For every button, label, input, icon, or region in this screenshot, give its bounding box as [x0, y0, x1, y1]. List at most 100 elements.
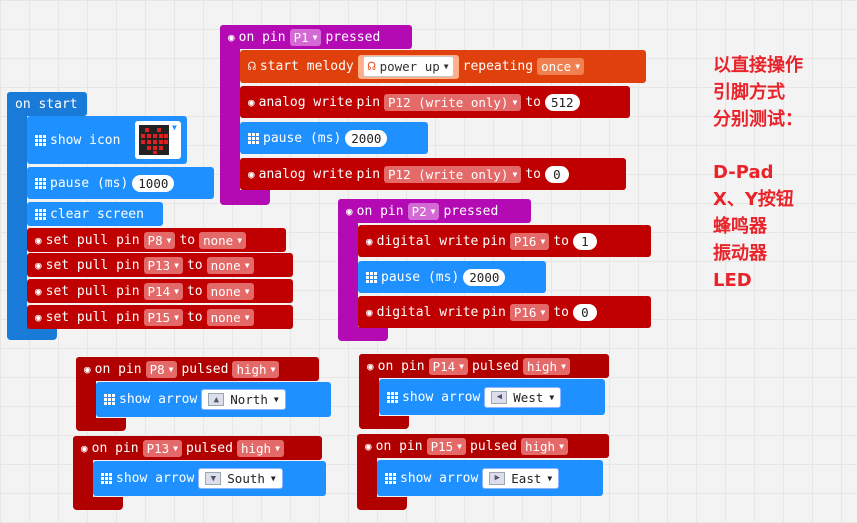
- set-pull-pin-block[interactable]: ◉ set pull pin P15▼ to none▼: [27, 305, 293, 329]
- arrow-direction-dropdown[interactable]: ▶ East▼: [482, 467, 560, 489]
- gear-icon: ◉: [35, 258, 42, 272]
- pause-block-p2[interactable]: pause (ms) 2000: [358, 261, 546, 293]
- show-arrow-label: show arrow: [400, 470, 479, 486]
- pin-dropdown[interactable]: P14▼: [143, 282, 183, 300]
- pin-label: pin: [356, 94, 381, 110]
- show-arrow-block[interactable]: show arrow ▼ South▼: [93, 461, 326, 496]
- pin-dropdown[interactable]: P1▼: [289, 28, 322, 46]
- p2-event-hat[interactable]: ◉ on pin P2▼ pressed: [338, 199, 531, 223]
- start-melody-block[interactable]: ☊ start melody ☊ power up▼ repeating onc…: [240, 50, 646, 83]
- caret-down-icon: ▼: [540, 236, 546, 246]
- on-pin-label: on pin: [377, 358, 425, 374]
- pull-mode-dropdown[interactable]: none▼: [206, 282, 254, 300]
- gear-icon: ◉: [366, 305, 373, 319]
- pause-value-input[interactable]: 1000: [132, 174, 175, 192]
- value-input[interactable]: 0: [572, 303, 597, 321]
- show-arrow-block[interactable]: show arrow ▲ North▼: [96, 382, 331, 417]
- caret-down-icon: ▼: [559, 441, 564, 451]
- show-icon-block[interactable]: show icon ▼: [27, 116, 187, 164]
- grid-icon: [366, 271, 377, 283]
- pin-dropdown[interactable]: P16▼: [509, 303, 550, 321]
- digital-write-block[interactable]: ◉ digital write pin P16▼ to 0: [358, 296, 651, 328]
- caret-down-icon: ▼: [244, 312, 250, 322]
- caret-down-icon: ▼: [547, 473, 553, 483]
- gear-icon: ◉: [35, 310, 42, 324]
- caret-down-icon: ▼: [512, 169, 518, 179]
- p1-event-hat[interactable]: ◉ on pin P1▼ pressed: [220, 25, 412, 49]
- pin-dropdown[interactable]: P13▼: [143, 256, 183, 274]
- melody-dropdown[interactable]: ☊ power up▼: [362, 56, 454, 77]
- caret-down-icon: ▼: [174, 260, 179, 270]
- p2-event-container[interactable]: [338, 199, 358, 341]
- arrow-direction-dropdown[interactable]: ▲ North▼: [201, 389, 286, 410]
- pin-dropdown[interactable]: P2▼: [407, 202, 440, 220]
- note-line: [713, 133, 803, 159]
- show-arrow-label: show arrow: [119, 392, 198, 407]
- pin-dropdown[interactable]: P8▼: [143, 231, 176, 249]
- set-pull-pin-label: set pull pin: [45, 309, 140, 325]
- pin-label: pin: [356, 166, 381, 182]
- digital-write-label: digital write: [376, 304, 479, 320]
- arrow-direction-dropdown[interactable]: ◀ West▼: [484, 386, 562, 408]
- on-start-hat[interactable]: on start: [7, 92, 87, 116]
- headphones-icon: ☊: [367, 59, 376, 74]
- level-dropdown[interactable]: high▼: [236, 439, 284, 457]
- pulsed-event-hat[interactable]: ◉ on pin P13▼ pulsed high▼: [73, 436, 322, 460]
- on-pin-label: on pin: [356, 203, 404, 219]
- set-pull-pin-block[interactable]: ◉ set pull pin P13▼ to none▼: [27, 253, 293, 277]
- caret-down-icon: ▼: [312, 32, 318, 42]
- p1-event-container[interactable]: [220, 25, 240, 205]
- pin-dropdown[interactable]: P15▼: [426, 437, 466, 455]
- value-input[interactable]: 1: [572, 232, 597, 250]
- pin-dropdown[interactable]: P12 (write only)▼: [384, 93, 522, 111]
- digital-write-label: digital write: [376, 233, 479, 249]
- note-line: 分别测试：: [713, 109, 803, 130]
- on-start-container[interactable]: [7, 92, 27, 340]
- level-dropdown[interactable]: high▼: [232, 360, 280, 378]
- value-input[interactable]: 0: [544, 165, 569, 183]
- pulsed-event-hat[interactable]: ◉ on pin P8▼ pulsed high▼: [76, 357, 319, 381]
- pin-dropdown[interactable]: P14▼: [428, 357, 468, 375]
- grid-icon: [35, 134, 46, 146]
- pulsed-event-hat[interactable]: ◉ on pin P14▼ pulsed high▼: [359, 354, 609, 378]
- pressed-label: pressed: [325, 29, 381, 45]
- caret-down-icon: ▼: [540, 307, 546, 317]
- gear-icon: ◉: [35, 233, 42, 247]
- pause-block-p1[interactable]: pause (ms) 2000: [240, 122, 428, 154]
- pull-mode-dropdown[interactable]: none▼: [206, 308, 254, 326]
- caret-down-icon: ▼: [270, 474, 276, 483]
- pull-mode-dropdown[interactable]: none▼: [199, 231, 247, 249]
- set-pull-pin-block[interactable]: ◉ set pull pin P14▼ to none▼: [27, 279, 293, 303]
- analog-write-block[interactable]: ◉ analog write pin P12 (write only)▼ to …: [240, 86, 630, 118]
- pause-block-start[interactable]: pause (ms) 1000: [27, 167, 214, 199]
- gear-icon: ◉: [248, 95, 255, 109]
- set-pull-pin-label: set pull pin: [45, 257, 140, 273]
- pause-value-input[interactable]: 2000: [463, 268, 506, 286]
- pin-dropdown[interactable]: P12 (write only)▼: [384, 165, 522, 183]
- level-dropdown[interactable]: high▼: [520, 437, 568, 455]
- digital-write-block[interactable]: ◉ digital write pin P16▼ to 1: [358, 225, 651, 257]
- value-input[interactable]: 512: [544, 93, 580, 111]
- pulsed-event-hat[interactable]: ◉ on pin P15▼ pulsed high▼: [357, 434, 609, 458]
- repeat-dropdown[interactable]: once▼: [537, 58, 585, 75]
- arrow-direction-dropdown[interactable]: ▼ South▼: [198, 468, 283, 489]
- on-pin-label: on pin: [94, 361, 142, 377]
- pause-label: pause (ms): [381, 269, 460, 285]
- pause-value-input[interactable]: 2000: [345, 129, 388, 147]
- show-arrow-block[interactable]: show arrow ◀ West▼: [379, 379, 605, 415]
- pin-dropdown[interactable]: P15▼: [143, 308, 183, 326]
- pin-dropdown[interactable]: P16▼: [509, 232, 550, 250]
- level-dropdown[interactable]: high▼: [522, 357, 570, 375]
- melody-reporter[interactable]: ☊ power up▼: [357, 54, 459, 79]
- note-line: 以直接操作: [713, 55, 803, 76]
- clear-screen-block[interactable]: clear screen: [27, 202, 163, 226]
- image-icon: ▶: [489, 471, 506, 485]
- pin-dropdown[interactable]: P13▼: [142, 439, 182, 457]
- pressed-label: pressed: [443, 203, 499, 219]
- pin-dropdown[interactable]: P8▼: [145, 360, 178, 378]
- analog-write-block[interactable]: ◉ analog write pin P12 (write only)▼ to …: [240, 158, 626, 190]
- icon-picker[interactable]: ▼: [135, 121, 181, 159]
- show-arrow-block[interactable]: show arrow ▶ East▼: [377, 460, 603, 496]
- pull-mode-dropdown[interactable]: none▼: [206, 256, 254, 274]
- set-pull-pin-block[interactable]: ◉ set pull pin P8▼ to none▼: [27, 228, 286, 252]
